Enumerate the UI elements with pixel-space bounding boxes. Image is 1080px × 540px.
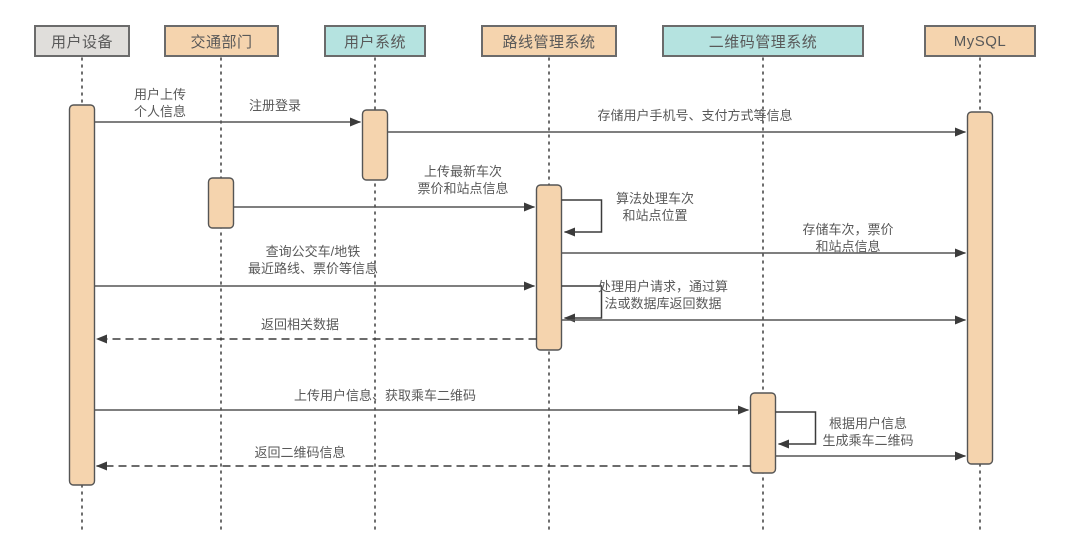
self-message-m4 [561, 199, 603, 237]
activation-bar-qrcode_system [749, 392, 777, 474]
participant-box-qrcode_system[interactable] [662, 25, 864, 57]
participant-box-user_system[interactable] [324, 25, 426, 57]
activation-bar-user_device [68, 104, 96, 486]
activation-bar-user_system [361, 109, 389, 181]
participant-box-user_device[interactable] [34, 25, 130, 57]
participant-box-mysql[interactable] [924, 25, 1036, 57]
activation-bar-mysql [966, 111, 994, 465]
participant-box-route_system[interactable] [481, 25, 617, 57]
self-message-m7 [561, 285, 603, 323]
participant-boxes-group [34, 25, 1036, 57]
activation-bar-route_system [535, 184, 563, 351]
activation-bar-transport_dept [207, 177, 235, 229]
self-message-m11 [775, 411, 817, 449]
lifelines-group [81, 57, 981, 533]
participant-box-transport_dept[interactable] [164, 25, 279, 57]
messages-group [94, 117, 966, 471]
activation-bars-group [68, 104, 994, 486]
